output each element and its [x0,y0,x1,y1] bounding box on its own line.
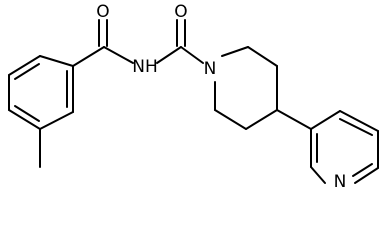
aromatic-double-bond [14,63,40,80]
benzene-ring [8,55,74,130]
atom-n-piperidine: N [204,59,217,79]
bond [245,109,278,130]
bond [72,46,105,67]
bond [39,111,74,130]
linker-bonds [72,19,204,67]
bond [310,110,341,130]
bond [221,46,249,57]
ring-link-bond [276,109,312,130]
bond [310,166,326,184]
atom-label-nitrogen: N [204,59,217,79]
pyridine-ring [310,110,379,184]
atom-label-oxygen: O [174,2,187,22]
bond [354,167,379,184]
aromatic-double-bond [352,163,373,177]
bond [180,46,204,64]
bond [156,46,182,64]
bond [214,109,247,130]
piperidine-ring [214,46,278,130]
molecule-structure: O O NH N N [8,2,379,192]
bond [8,109,41,130]
atom-n-pyridine: N [334,172,347,192]
atom-label-nitrogen: N [334,172,347,192]
bond [39,55,74,67]
atom-o-urea: O [174,2,187,22]
aromatic-double-bond [14,105,40,122]
bond [247,46,278,67]
atom-o-left: O [96,2,109,22]
atom-label-oxygen: O [96,2,109,22]
bond [103,46,134,64]
atom-nh: NH [132,57,158,77]
aromatic-double-bond [339,118,373,136]
bond [339,110,379,132]
atom-label-nh: NH [132,57,158,77]
bond [8,55,41,76]
